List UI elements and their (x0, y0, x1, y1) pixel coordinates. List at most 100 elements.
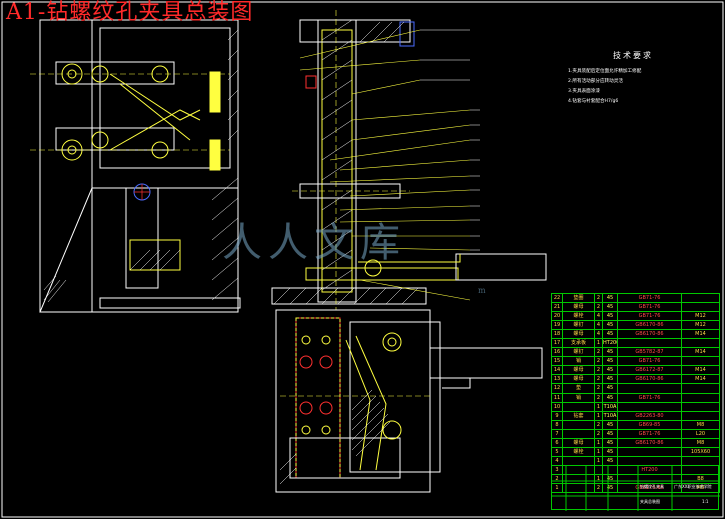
bom-qty: 2 (594, 292, 603, 304)
bom-no: 10 (551, 401, 563, 412)
bom-note (681, 292, 720, 304)
bom-note: M14 (681, 374, 720, 385)
bom-material: 45 (602, 302, 618, 313)
bom-standard: GB6170-86 (617, 329, 682, 340)
tech-requirement-1: 1.夹具装配后定位面允许精加工修配 (568, 69, 642, 74)
bom-note (681, 302, 720, 313)
bom-qty: 1 (594, 446, 603, 457)
bom-qty: 1 (594, 437, 603, 448)
bom-name: 销 (562, 356, 595, 367)
watermark-text: 人人文库 (222, 220, 406, 266)
title-block-school: 广东XX职业技术学院 (674, 484, 712, 489)
bom-name: 支承板 (562, 338, 595, 349)
bom-qty: 2 (594, 419, 603, 430)
bom-name: 螺母 (562, 302, 595, 313)
bom-name: 螺钉 (562, 320, 595, 331)
bom-no: 5 (551, 446, 563, 457)
tech-requirement-2: 2.所有活动部分应转动灵活 (568, 79, 623, 84)
bom-note: L20 (681, 428, 720, 439)
bom-note (681, 410, 720, 421)
bom-name: 螺母 (562, 365, 595, 376)
bom-no: 16 (551, 347, 563, 358)
bom-name: 螺栓 (562, 311, 595, 322)
bom-no: 11 (551, 392, 563, 403)
bom-no: 9 (551, 410, 563, 421)
bom-no: 21 (551, 302, 563, 313)
bom-qty: 2 (594, 428, 603, 439)
bom-standard (617, 383, 682, 394)
bom-no: 15 (551, 356, 563, 367)
bom-qty: 2 (594, 392, 603, 403)
bom-no: 19 (551, 320, 563, 331)
bom-qty: 1 (594, 401, 603, 412)
bom-note: M8 (681, 437, 720, 448)
bom-material: 45 (602, 392, 618, 403)
bom-standard: GB69-85 (617, 419, 682, 430)
bom-no: 13 (551, 374, 563, 385)
bom-name (562, 419, 595, 430)
bom-qty: 4 (594, 329, 603, 340)
bom-name: 销 (562, 392, 595, 403)
bom-note: M8 (681, 482, 720, 494)
watermark-url: m (478, 286, 492, 295)
bom-qty: 1 (594, 338, 603, 349)
bom-material: 45 (602, 374, 618, 385)
bom-note: M12 (681, 320, 720, 331)
bom-name: 螺母 (562, 374, 595, 385)
bom-material: 45 (602, 383, 618, 394)
bom-standard: GB71-76 (617, 302, 682, 313)
bom-material: 45 (602, 311, 618, 322)
tech-requirement-4: 4.钻套与衬套配合H7/g6 (568, 99, 619, 104)
bom-material: T10A (602, 410, 618, 421)
bom-note: M8 (681, 419, 720, 430)
title-block-drawing: 夹具总装图 (640, 499, 660, 504)
bom-qty: 2 (594, 347, 603, 358)
bom-qty: 4 (594, 320, 603, 331)
tech-requirement-3: 3.夹具表面涂漆 (568, 89, 600, 94)
bom-name: 垫 (562, 383, 595, 394)
bom-qty: 1 (594, 410, 603, 421)
tech-requirements-heading: 技术要求 (613, 51, 653, 60)
bom-standard (617, 446, 682, 457)
bom-standard: GB2263-80 (617, 410, 682, 421)
bom-material: 45 (602, 292, 618, 304)
bom-row: 17支承板1HT200 (551, 338, 720, 349)
bom-no: 6 (551, 437, 563, 448)
bom-standard (617, 401, 682, 412)
bom-qty: 2 (594, 365, 603, 376)
bom-no: 22 (551, 292, 563, 304)
title-block-grid (552, 466, 720, 511)
bom-name: 螺栓 (562, 446, 595, 457)
bom-name: 钻套 (562, 410, 595, 421)
bom-note: M12 (681, 311, 720, 322)
bom-material: 45 (602, 419, 618, 430)
bom-note: M14 (681, 365, 720, 376)
bom-standard: GB6170-86 (617, 437, 682, 448)
title-block: 钻螺纹孔夹具 夹具总装图 广东XX职业技术学院 1:1 (551, 465, 720, 511)
bom-material: 45 (602, 356, 618, 367)
bom-standard (617, 338, 682, 349)
technical-requirements: 技术要求 1.夹具装配后定位面允许精加工修配 2.所有活动部分应转动灵活 3.夹… (568, 50, 698, 107)
bom-name: 螺钉 (562, 347, 595, 358)
bom-material: 45 (602, 347, 618, 358)
bom-standard: GB71-76 (617, 311, 682, 322)
bom-material: T10A (602, 401, 618, 412)
bom-note (681, 401, 720, 412)
bom-standard: GB71-76 (617, 292, 682, 304)
bom-standard: GB5782-87 (617, 347, 682, 358)
bom-material: 45 (602, 446, 618, 457)
